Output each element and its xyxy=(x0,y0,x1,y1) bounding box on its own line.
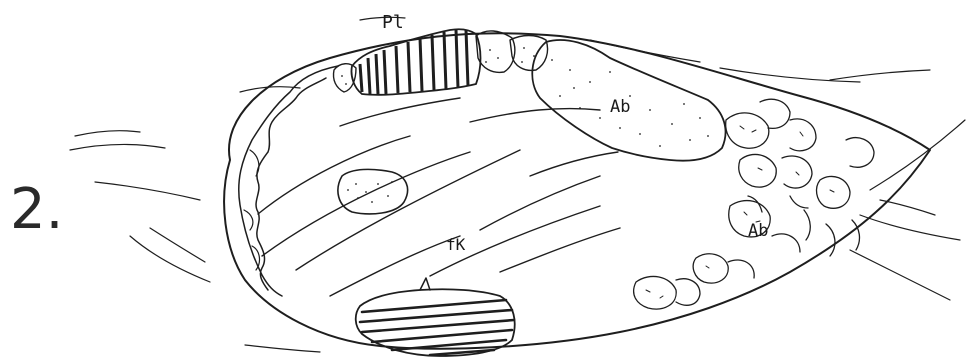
foliation-background xyxy=(70,17,965,352)
label-albite-lower: Ab xyxy=(748,221,768,241)
kfeldspar-cleavage xyxy=(258,98,620,296)
label-k-feldspar: fK xyxy=(446,235,466,254)
twinned-crystal-lower xyxy=(356,278,515,356)
label-albite-upper: Ab xyxy=(610,97,630,117)
figure-number: 2. xyxy=(10,177,63,242)
label-plagioclase: Pl xyxy=(382,12,404,33)
rim-grains xyxy=(333,31,547,92)
plagioclase-crystal xyxy=(351,29,480,95)
